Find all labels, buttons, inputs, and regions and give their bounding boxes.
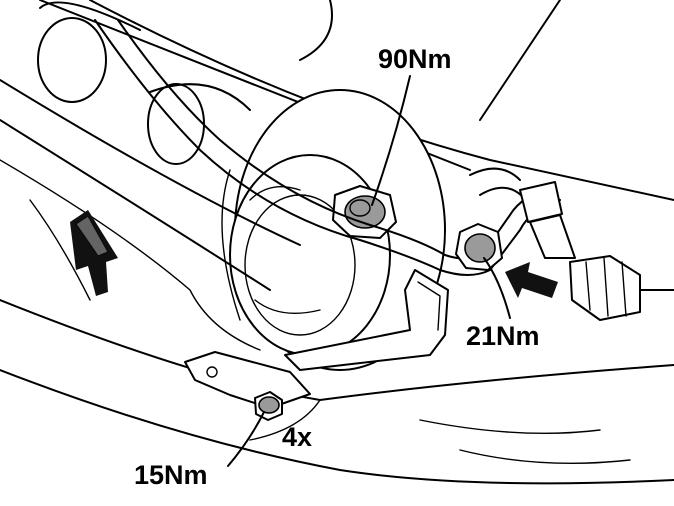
- bracket-bolt: [455, 223, 503, 271]
- left-arrow-icon: [505, 262, 558, 298]
- mounting-plate: [184, 351, 311, 421]
- line-bracket: [284, 269, 449, 371]
- torque-label-15nm: 15Nm: [134, 460, 208, 490]
- leader-lines: [227, 75, 511, 467]
- lower-frame-rail: [0, 79, 674, 485]
- torque-label-21nm: 21Nm: [466, 321, 540, 351]
- hub-disc-assembly: [221, 89, 446, 371]
- hose-fitting: [519, 181, 674, 321]
- up-arrow-icon: [70, 210, 118, 296]
- torque-label-90nm: 90Nm: [378, 44, 452, 74]
- quantity-label: 4x: [282, 422, 312, 452]
